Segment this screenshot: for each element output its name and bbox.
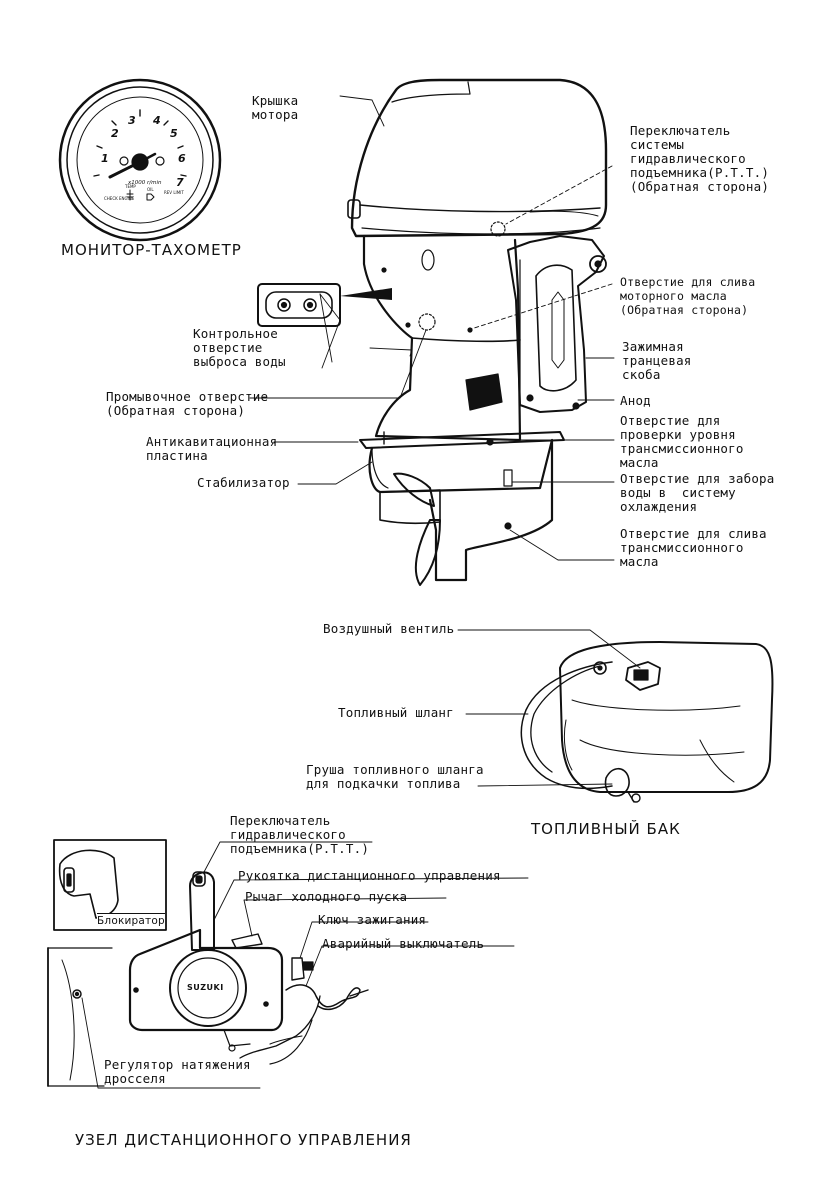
- remote-leader-lines: [81, 841, 529, 1089]
- cover-latch: [347, 199, 361, 219]
- water-intake-grill: [503, 469, 513, 487]
- label-flush-port: Промывочное отверстие (Обратная сторона): [106, 389, 269, 418]
- dial-number-2: 2: [111, 127, 119, 140]
- fuel-tank: [520, 641, 774, 803]
- hose-connector: [593, 661, 607, 675]
- label-engine-oil-drain: Отверстие для слива моторного масла (Обр…: [620, 275, 756, 317]
- tachometer-gauge: [58, 78, 222, 242]
- label-throttle-tension: Регулятор натяжения дросселя: [104, 1057, 251, 1086]
- label-remote-ptt-switch: Переключатель гидравлического подъемника…: [230, 813, 370, 856]
- remote-control-box: [128, 871, 369, 1065]
- tachometer-lamp-left: [119, 156, 129, 166]
- tachometer-unit: x1000 r/min: [127, 180, 162, 186]
- tank-leader-lines: [457, 629, 641, 787]
- clamp-bracket-handle: [535, 264, 577, 392]
- dial-number-5: 5: [170, 127, 178, 140]
- indicator-check-engine: CHECK ENGINE: [104, 196, 135, 201]
- choke-lever: [231, 933, 263, 949]
- propeller-blade-top: [393, 472, 435, 507]
- fuel-hose: [520, 661, 613, 790]
- label-fuel-hose: Топливный шланг: [338, 705, 454, 720]
- motor-leader-lines: [249, 95, 615, 561]
- label-anode: Анод: [620, 393, 651, 408]
- label-remote-handle: Рукоятка дистанционного управления: [238, 868, 501, 883]
- ptt-switch-hidden: [490, 221, 506, 237]
- dial-number-7: 7: [176, 176, 184, 189]
- tachometer-needle: [108, 152, 157, 179]
- tachometer-ticks: [93, 109, 187, 177]
- indicator-oil: OIL: [147, 187, 154, 192]
- tilt-knob: [589, 255, 607, 273]
- title-remote-control: УЗЕЛ ДИСТАНЦИОННОГО УПРАВЛЕНИЯ: [75, 1131, 412, 1149]
- water-check-inset: [257, 283, 341, 327]
- flush-port-hidden: [418, 313, 436, 331]
- midsection: [362, 234, 522, 442]
- propeller-hub: [379, 489, 441, 525]
- propeller-blade-bottom: [414, 519, 441, 586]
- throttle-inset: [47, 947, 113, 1087]
- label-water-check-hole: Контрольное отверстие выброса воды: [193, 326, 286, 369]
- outboard-motor: [347, 78, 608, 586]
- label-trim-tab: Стабилизатор: [197, 475, 290, 490]
- primer-bulb: [604, 767, 630, 797]
- tachometer-lamp-right: [155, 156, 165, 166]
- label-gear-oil-drain: Отверстие для слива трансмиссионного мас…: [620, 526, 767, 569]
- title-fuel-tank: ТОПЛИВНЫЙ БАК: [531, 820, 681, 838]
- label-choke-lever: Рычаг холодного пуска: [245, 889, 408, 904]
- indicator-rev-limit: REV LIMIT: [164, 190, 184, 195]
- clamp-bracket-frame: [507, 235, 605, 413]
- dial-number-6: 6: [178, 152, 186, 165]
- label-ptt-switch-rear: Переключатель системы гидравлического по…: [630, 123, 770, 194]
- label-ignition-key: Ключ зажигания: [318, 912, 427, 927]
- label-air-vent: Воздушный вентиль: [323, 621, 455, 636]
- tank-body: [559, 641, 774, 793]
- lower-unit: [368, 438, 554, 582]
- anode-block: [465, 373, 503, 411]
- remote-handle: [189, 871, 215, 951]
- drain-slot: [421, 249, 435, 271]
- dial-number-4: 4: [152, 114, 161, 127]
- label-anti-cavitation-plate: Антикавитационная пластина: [146, 434, 278, 463]
- label-lock: Блокиратор: [97, 913, 165, 928]
- emergency-lanyard: [285, 984, 361, 1011]
- label-water-intake: Отверстие для забора воды в систему охла…: [620, 471, 775, 514]
- engine-cover: [350, 78, 608, 238]
- remote-brand-logo: SUZUKI: [187, 983, 224, 992]
- dial-number-1: 1: [101, 152, 109, 165]
- title-tachometer: МОНИТОР-ТАХОМЕТР: [61, 241, 242, 259]
- label-engine-cover: Крышка мотора: [252, 93, 299, 122]
- ignition-key-body: [291, 957, 305, 981]
- dial-number-3: 3: [128, 114, 136, 127]
- label-emergency-switch: Аварийный выключатель: [322, 936, 485, 951]
- label-gear-oil-level: Отверстие для проверки уровня трансмисси…: [620, 413, 744, 470]
- tachometer-indicator-icons: [126, 189, 155, 201]
- indicator-temp: TEMP: [124, 184, 136, 189]
- label-primer-bulb: Груша топливного шланга для подкачки топ…: [306, 762, 484, 791]
- label-clamp-bracket: Зажимная транцевая скоба: [622, 339, 692, 382]
